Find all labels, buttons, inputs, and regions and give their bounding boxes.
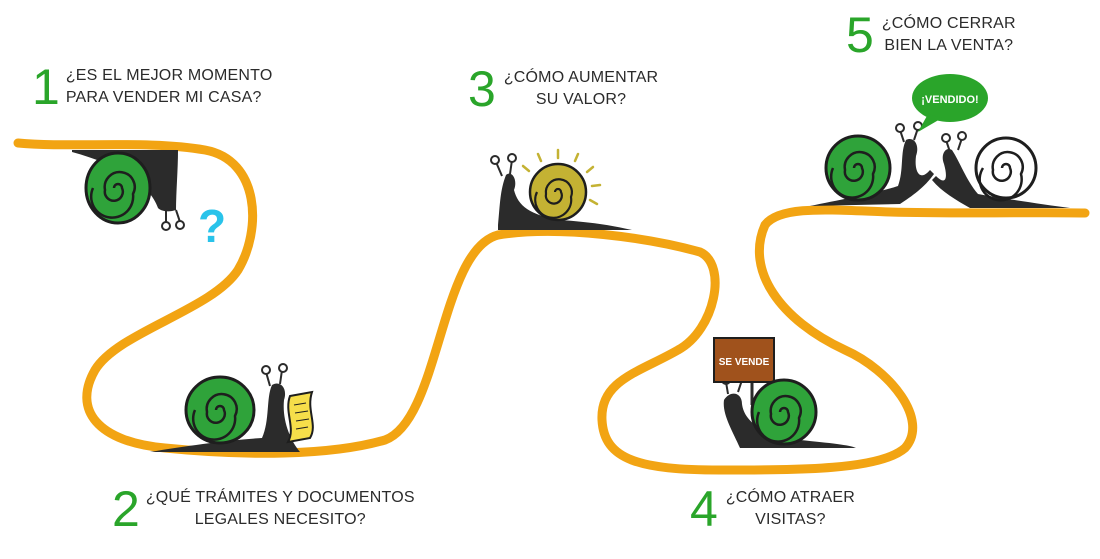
shine-rays: [521, 148, 602, 206]
step-4: 4 ¿CÓMO ATRAER VISITAS?: [690, 484, 855, 534]
snail-with-scroll: [150, 363, 314, 452]
snail-hanging: [72, 150, 185, 231]
step-number: 2: [112, 481, 140, 537]
snail-shell: [750, 378, 818, 446]
snail-shell: [184, 375, 256, 445]
step-number: 3: [468, 61, 496, 117]
snail-body: [810, 139, 934, 206]
step-5: 5 ¿CÓMO CERRAR BIEN LA VENTA?: [846, 10, 1016, 60]
step-number: 5: [846, 7, 874, 63]
speech-bubble: ¡VENDIDO!: [912, 74, 988, 132]
step-3: 3 ¿CÓMO AUMENTAR SU VALOR?: [468, 64, 658, 114]
sale-sign-text: SE VENDE: [719, 357, 770, 368]
step-question-line: SU VALOR?: [535, 91, 627, 108]
winding-path: [13, 138, 1090, 475]
snail-pair-handshake: [810, 121, 1070, 208]
snail-body: [723, 393, 856, 448]
snail-body: [498, 173, 632, 230]
step-question: ¿CÓMO ATRAER VISITAS?: [726, 487, 855, 531]
speech-bubble-text: ¡VENDIDO!: [921, 94, 978, 106]
sale-sign: [713, 337, 775, 383]
step-number: 1: [32, 59, 60, 115]
step-question: ¿ES EL MEJOR MOMENTO PARA VENDER MI CASA…: [66, 65, 273, 109]
step-question-line: ¿CÓMO AUMENTAR: [503, 69, 659, 86]
step-question-line: BIEN LA VENTA?: [884, 37, 1014, 54]
step-question: ¿CÓMO AUMENTAR SU VALOR?: [504, 67, 659, 111]
snail-shell: [528, 162, 588, 222]
step-question: ¿CÓMO CERRAR BIEN LA VENTA?: [882, 13, 1016, 57]
step-question-line: ¿QUÉ TRÁMITES Y DOCUMENTOS: [145, 489, 415, 506]
step-number: 4: [690, 481, 718, 537]
snail-shell-empty: [974, 136, 1038, 200]
snail-shell: [824, 134, 892, 202]
step-question-line: LEGALES NECESITO?: [194, 511, 366, 528]
snail-body: [150, 383, 300, 452]
step-question-line: ¿ES EL MEJOR MOMENTO: [65, 67, 273, 84]
step-question: ¿QUÉ TRÁMITES Y DOCUMENTOS LEGALES NECES…: [146, 487, 415, 531]
snail-with-sign: SE VENDE: [713, 337, 856, 448]
step-question-line: ¿CÓMO CERRAR: [881, 15, 1016, 32]
step-question-line: VISITAS?: [755, 511, 826, 528]
question-mark: ?: [198, 200, 226, 252]
snail-gold: [490, 148, 632, 230]
snail-body: [72, 150, 178, 212]
step-2: 2 ¿QUÉ TRÁMITES Y DOCUMENTOS LEGALES NEC…: [112, 484, 415, 534]
snail-shell: [84, 151, 152, 225]
snail-body: [932, 148, 1070, 208]
step-question-line: PARA VENDER MI CASA?: [65, 89, 262, 106]
scroll-icon: [286, 390, 314, 444]
step-question-line: ¿CÓMO ATRAER: [725, 489, 856, 506]
step-1: 1 ¿ES EL MEJOR MOMENTO PARA VENDER MI CA…: [32, 62, 273, 112]
